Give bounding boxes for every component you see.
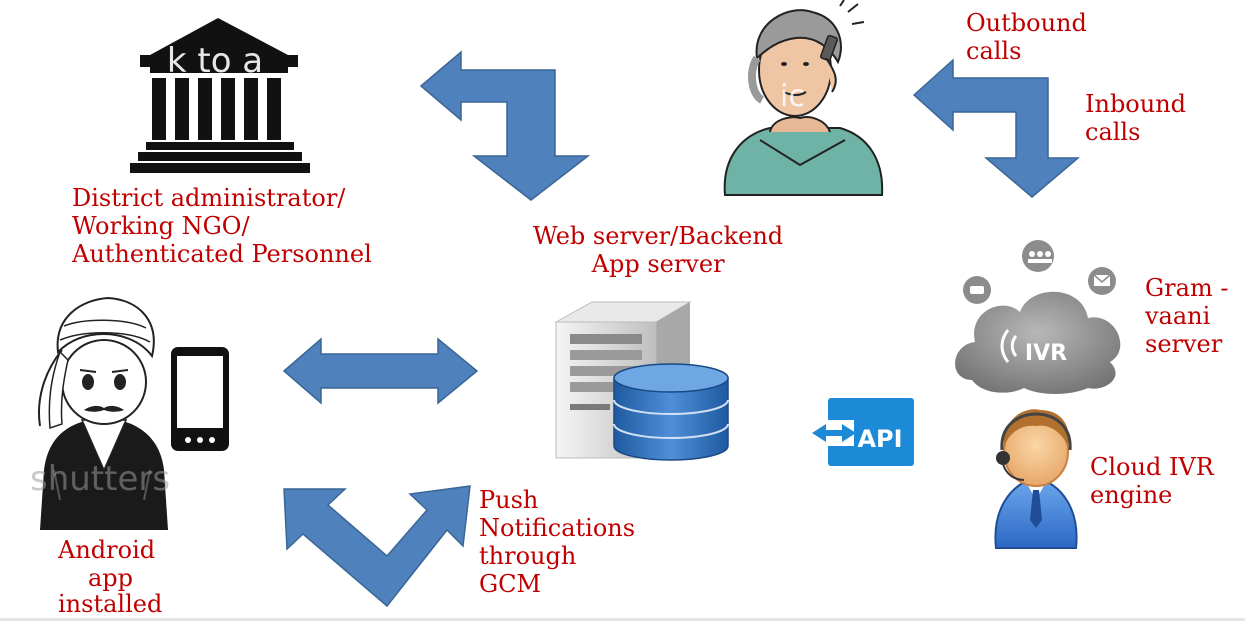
farmer-icon <box>38 296 168 530</box>
district-admin-label: District administrator/ Working NGO/ Aut… <box>72 184 372 268</box>
district-line-2: Working NGO/ <box>72 212 250 240</box>
outbound-calls-label: Outbound calls <box>966 9 1087 65</box>
elbow-arrow-calls <box>912 58 1081 198</box>
cloud-ivr-line-2: engine <box>1090 481 1173 509</box>
push-line-1: Push <box>479 486 539 514</box>
gram-vaani-label: Gram - vaani server <box>1145 274 1228 358</box>
cloud-ivr-line-1: Cloud IVR <box>1090 453 1214 481</box>
push-line-3: through <box>479 542 577 570</box>
gram-vaani-line-2: vaani <box>1145 302 1211 330</box>
server-database-icon <box>554 301 729 461</box>
web-server-label: Web server/Backend App server <box>533 222 783 278</box>
outbound-line-2: calls <box>966 37 1022 65</box>
push-notifications-label: Push Notifications through GCM <box>479 486 635 598</box>
push-line-2: Notifications <box>479 514 636 542</box>
stock-watermark: shutters <box>30 459 170 499</box>
phone-watermark: ic <box>780 79 805 114</box>
district-line-1: District administrator/ <box>72 184 346 212</box>
web-server-line-1: Web server/Backend <box>533 222 784 250</box>
gram-vaani-line-1: Gram - <box>1145 274 1229 302</box>
elbow-arrow-to-admin <box>419 50 591 201</box>
android-line-3: installed <box>58 590 163 618</box>
inbound-line-2: calls <box>1085 118 1141 146</box>
ivr-badge-text: IVR <box>1025 341 1067 366</box>
ivr-cloud-icon <box>955 240 1121 394</box>
inbound-calls-label: Inbound calls <box>1085 90 1186 146</box>
inbound-line-1: Inbound <box>1085 90 1187 118</box>
call-center-agent-icon <box>994 409 1078 549</box>
android-line-2: app <box>88 564 134 592</box>
database-cylinder <box>613 363 729 461</box>
cloud-ivr-label: Cloud IVR engine <box>1090 453 1214 509</box>
government-building-icon <box>130 18 310 173</box>
double-arrow-app-server <box>282 337 479 405</box>
outbound-line-1: Outbound <box>966 9 1087 37</box>
bottom-divider <box>0 618 1245 621</box>
push-line-4: GCM <box>479 570 542 598</box>
push-notification-arrow <box>283 485 471 608</box>
gram-vaani-line-3: server <box>1145 330 1223 358</box>
android-app-label: Android app installed <box>58 536 162 616</box>
smartphone-icon <box>171 347 229 451</box>
district-line-3: Authenticated Personnel <box>72 240 372 268</box>
api-badge-text: API <box>857 425 902 453</box>
woman-on-phone-icon <box>723 0 884 196</box>
android-line-1: Android <box>58 536 156 564</box>
building-watermark: k to a <box>167 41 263 81</box>
api-icon <box>806 398 914 466</box>
web-server-line-2: App server <box>591 250 725 278</box>
